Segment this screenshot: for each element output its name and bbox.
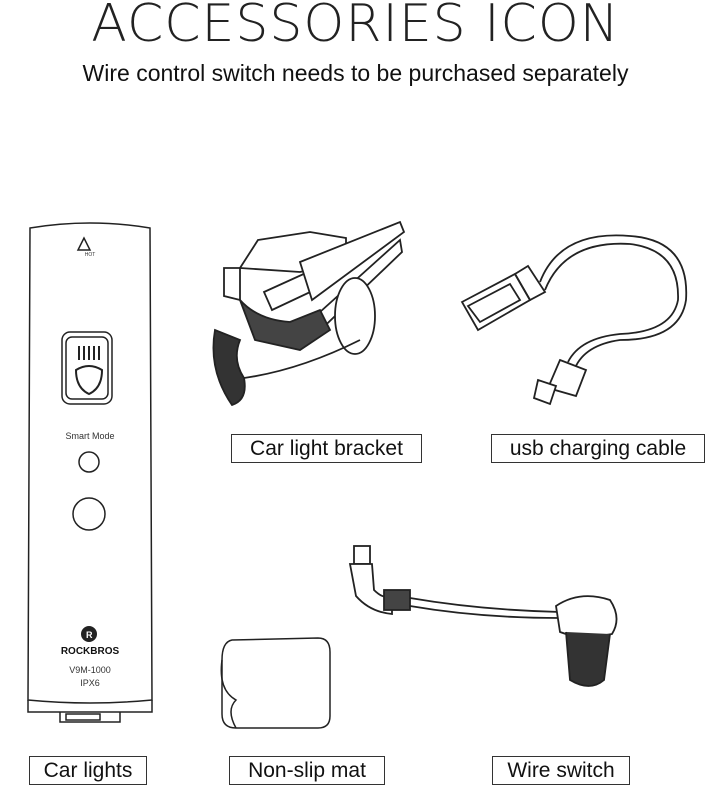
label-usb-charging-cable: usb charging cable	[491, 434, 705, 463]
subtitle: Wire control switch needs to be purchase…	[82, 60, 629, 86]
label-wire-switch: Wire switch	[492, 756, 630, 785]
svg-text:R: R	[86, 630, 93, 640]
label-car-lights: Car lights	[29, 756, 147, 785]
model-label: V9M-1000	[69, 665, 111, 675]
hot-warning-label: HOT	[84, 252, 96, 258]
smart-mode-label: Smart Mode	[65, 431, 115, 441]
label-car-light-bracket: Car light bracket	[231, 434, 422, 463]
page-title: ACCESSORIES ICON	[91, 0, 620, 54]
rating-label: IPX6	[80, 678, 100, 688]
brand-label: ROCKBROS	[60, 646, 120, 657]
label-non-slip-mat: Non-slip mat	[229, 756, 385, 785]
